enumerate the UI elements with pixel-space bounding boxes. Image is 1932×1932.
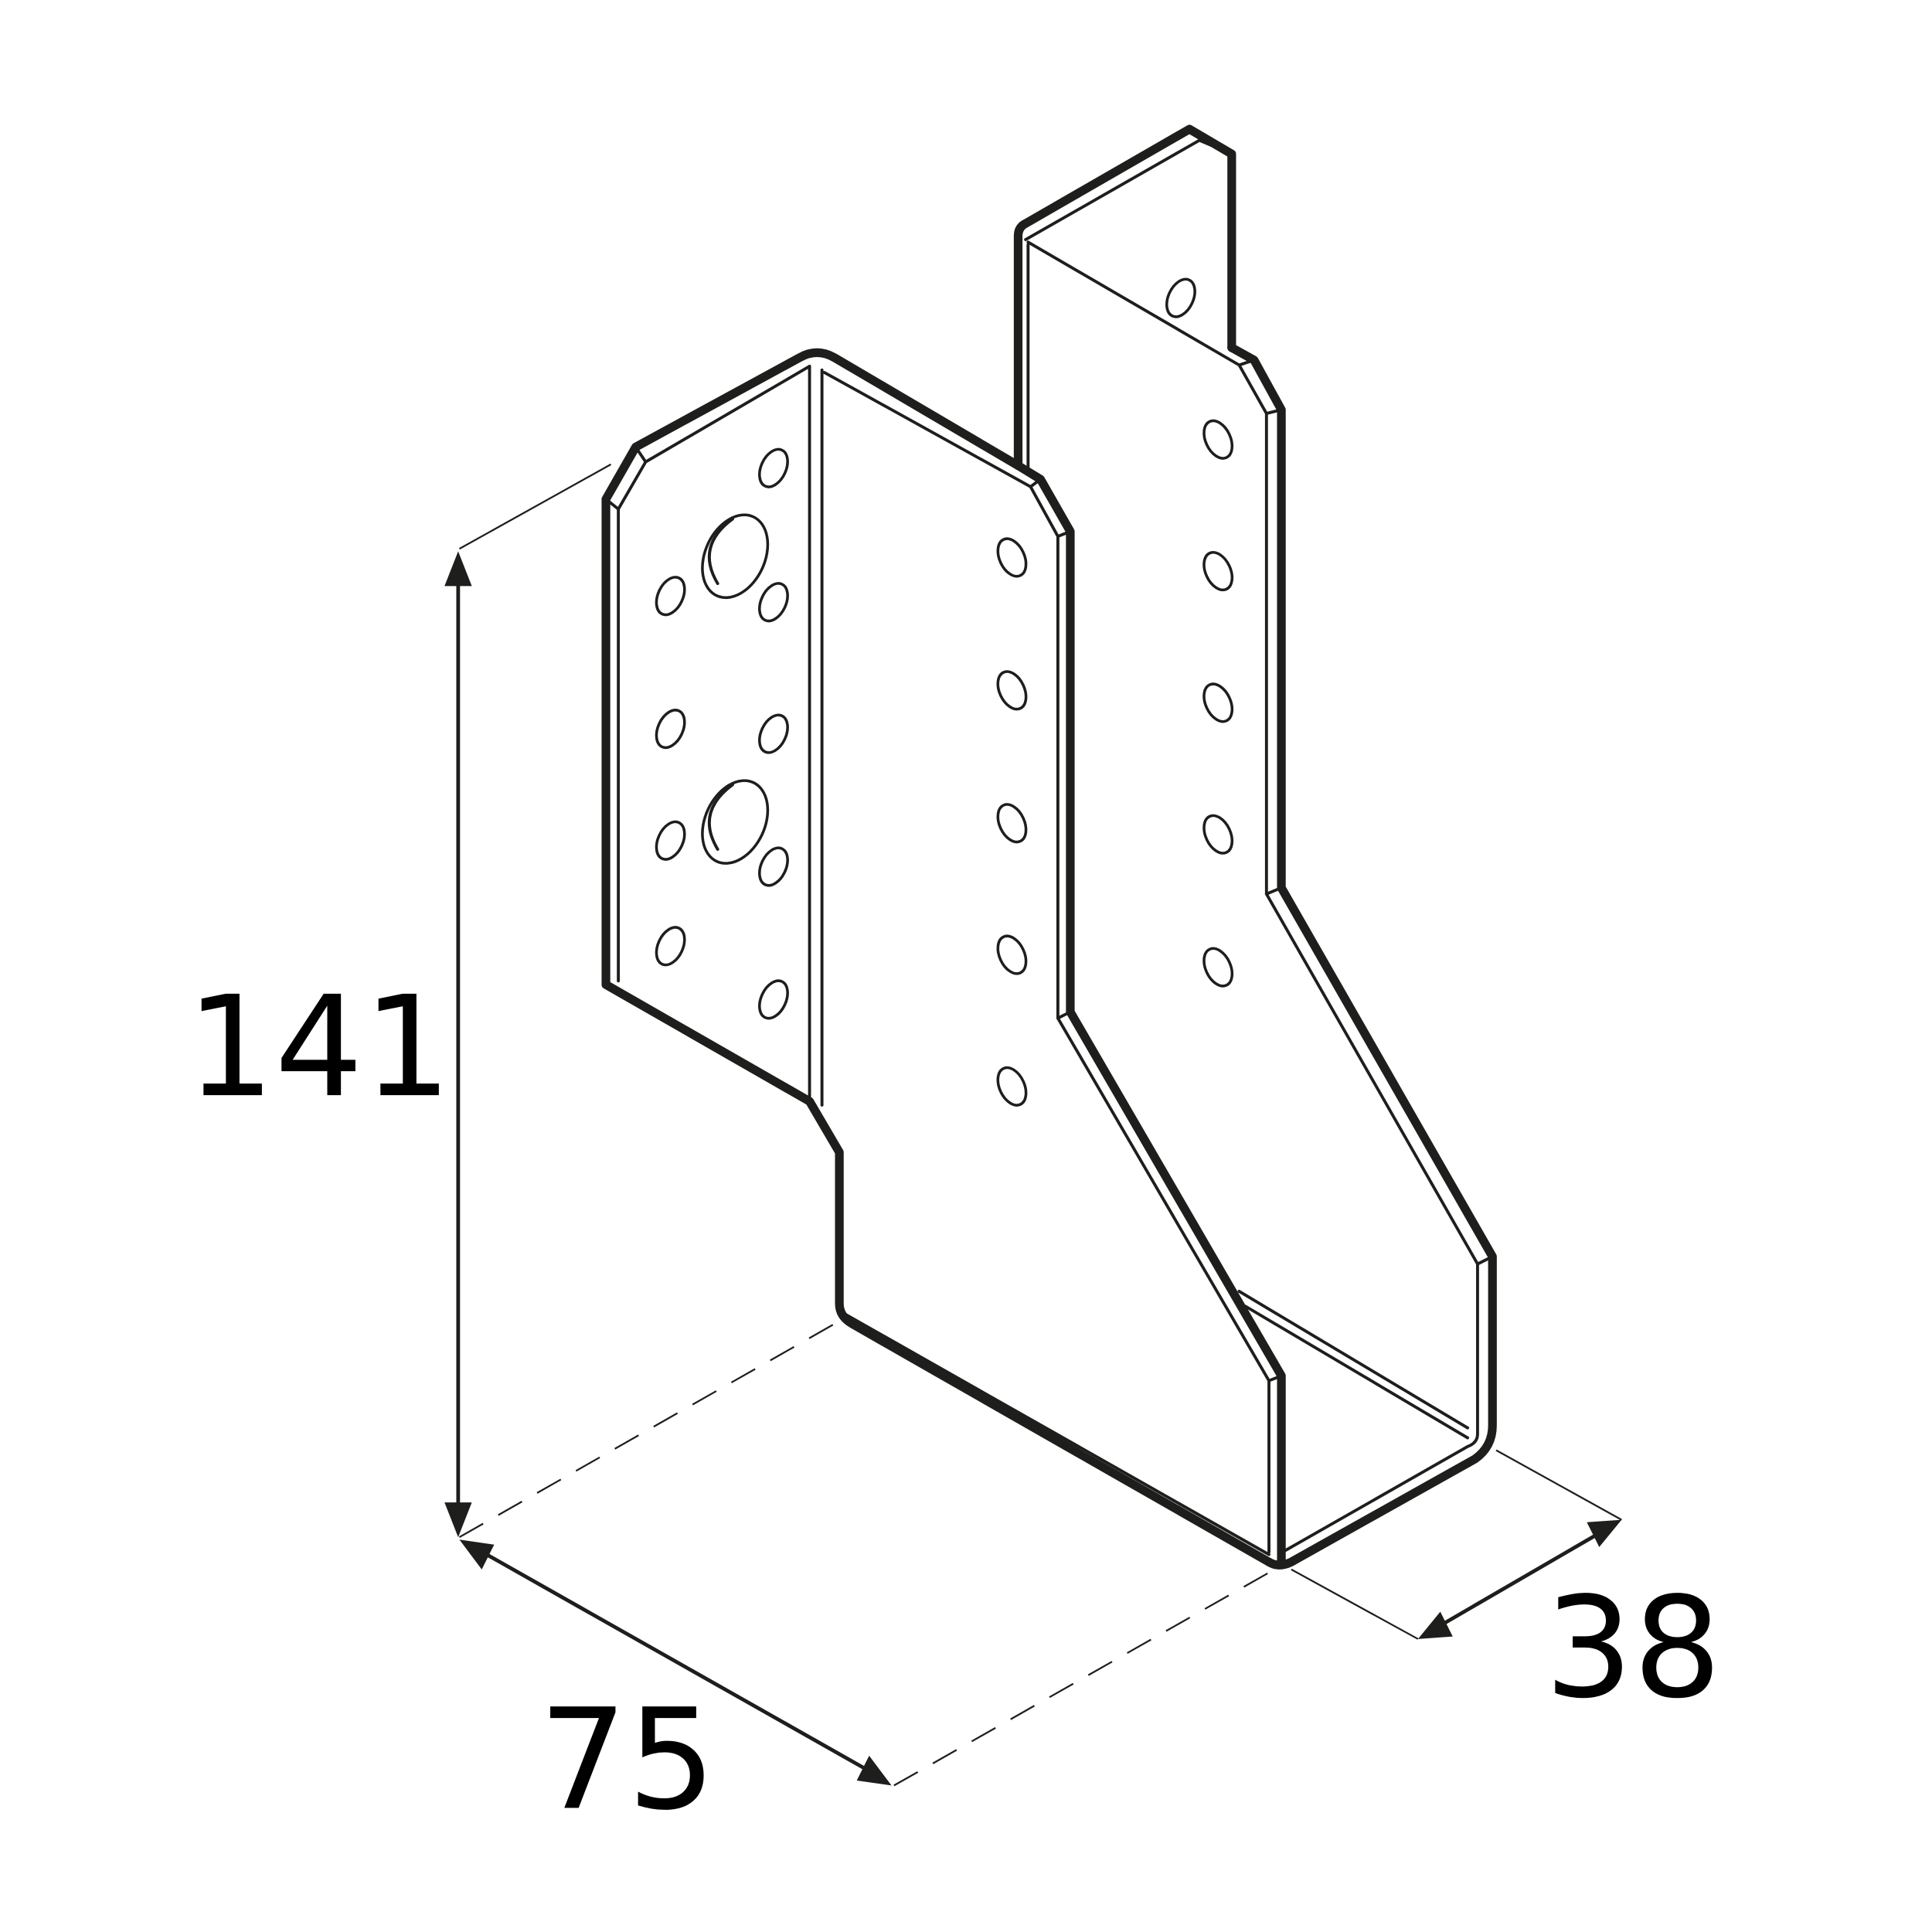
left-flange [601,348,1274,1566]
front-wall-holes [996,537,1028,1107]
width-dimension [458,1320,1280,1787]
depth-label: 38 [1545,1568,1722,1730]
right-side-wall [1026,240,1497,1570]
left-flange-holes [655,447,789,1020]
front-wall [822,371,1286,1566]
right-wall-holes [1165,277,1234,988]
width-label: 75 [539,1679,716,1841]
height-label: 141 [186,967,451,1128]
depth-dimension [1291,1449,1622,1640]
rear-flange [1013,124,1236,471]
height-dimension [444,463,612,1538]
